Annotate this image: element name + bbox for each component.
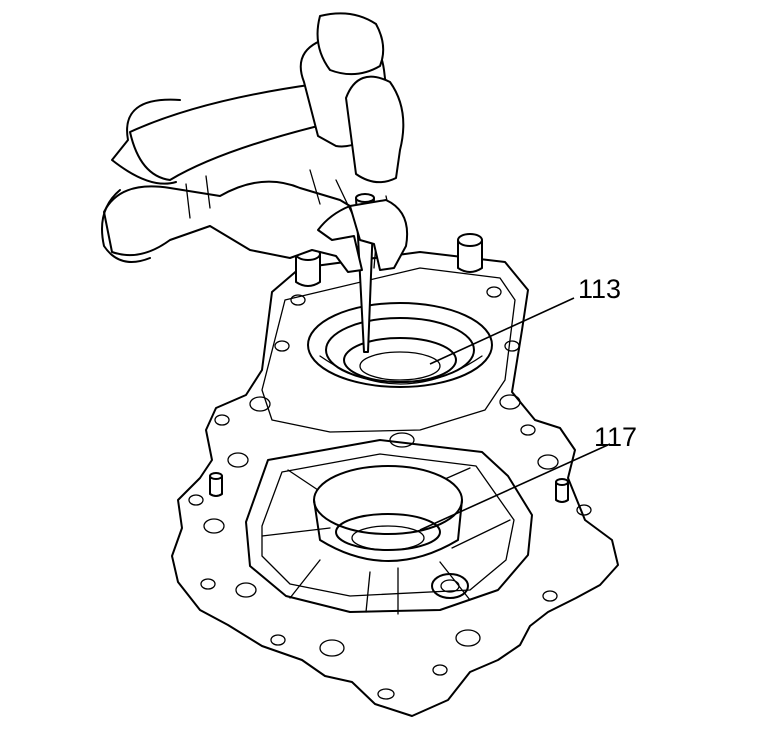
callout-117-label: 117	[594, 422, 637, 452]
bolt-holes	[188, 286, 592, 700]
callout-113-leader	[429, 297, 575, 365]
hand-holding-punch	[103, 169, 408, 273]
dowel-pins	[209, 233, 569, 503]
callout-117-leader	[419, 443, 611, 531]
upper-bearing-bore	[307, 302, 493, 388]
callout-117: 117	[419, 422, 637, 531]
sleeve-cuff	[101, 98, 181, 263]
callout-113: 113	[429, 274, 621, 365]
callout-113-label: 113	[578, 274, 621, 304]
hammer	[129, 12, 405, 219]
lower-bearing-bore	[313, 465, 463, 562]
